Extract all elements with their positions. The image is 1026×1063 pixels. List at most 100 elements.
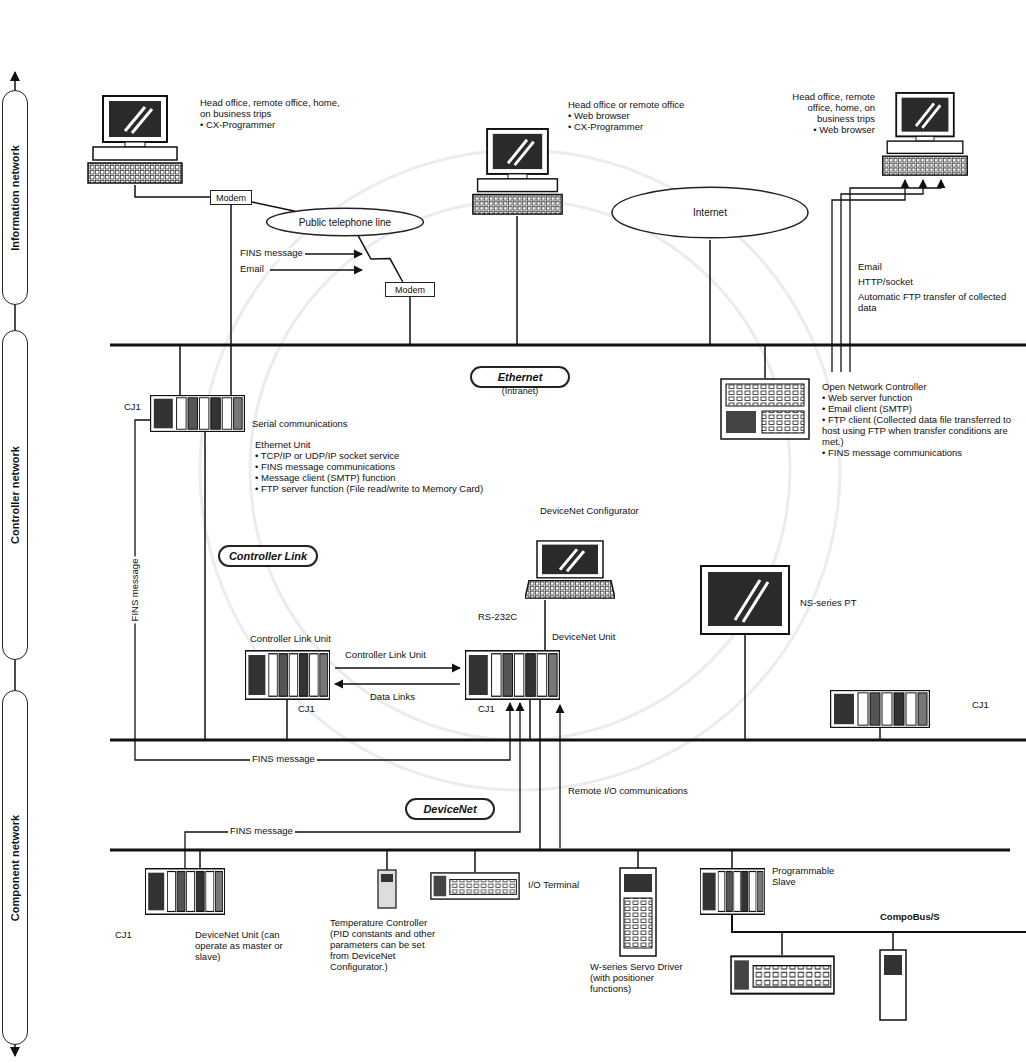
connection-wire (135, 185, 210, 197)
annotation-label: DeviceNet Unit (552, 632, 615, 643)
annotation-label: I/O Terminal (528, 880, 579, 891)
network-name-tag: DeviceNet (405, 798, 495, 820)
node-title: Controller Link (229, 550, 307, 562)
annotation-label: Temperature Controller (PID constants an… (330, 918, 445, 973)
annotation-label: • FTP server function (File read/write t… (255, 484, 490, 495)
annotation-label: • Web browser (568, 111, 688, 122)
connection-wire (204, 432, 206, 740)
annotation-group: Open Network Controller• Web server func… (822, 382, 1017, 458)
connection-wire (286, 700, 288, 740)
connection-wire (731, 850, 733, 868)
annotation-label: FINS message (250, 754, 317, 765)
message-arrow (135, 420, 510, 760)
modem-box: Modem (385, 282, 435, 297)
message-arrow (841, 180, 923, 372)
annotation-label: • Message client (SMTP) function (255, 473, 490, 484)
pc-icon (883, 93, 968, 175)
annotation-label: • Web server function (822, 393, 1017, 404)
temperature-controller-icon (378, 870, 396, 908)
plc-icon (145, 395, 929, 914)
temperature-controller-icon (378, 870, 396, 908)
annotation-label: • FINS message communications (255, 462, 490, 473)
annotation-label: CJ1 (298, 704, 315, 715)
annotation-label: Controller Link Unit (345, 650, 426, 661)
slave-unit-icon (884, 955, 902, 975)
io-terminal-icon (731, 956, 834, 993)
plc-icon (831, 690, 930, 727)
bus-line (110, 739, 1026, 742)
message-arrow (335, 667, 460, 668)
network-name-tag: Ethernet(Intranet) (470, 366, 570, 388)
connection-wire (879, 728, 881, 740)
annotation-group: Head office, remote office, home, on bus… (780, 92, 875, 136)
connection-wire (230, 205, 232, 395)
annotation-label: • CX-Programmer (200, 120, 350, 131)
plc-icon (700, 869, 764, 915)
touch-panel-icon (701, 566, 789, 634)
plc-icon (150, 395, 244, 431)
annotation-label: • FTP client (Collected data file transf… (822, 415, 1017, 448)
annotation-group: Ethernet Unit• TCP/IP or UDP/IP socket s… (255, 440, 490, 495)
bus-line (110, 849, 1010, 852)
connection-wire (544, 600, 546, 650)
annotation-label: Head office or remote office (568, 100, 688, 111)
network-name-tag: Controller Link (218, 545, 318, 567)
message-arrow (832, 180, 905, 372)
node-title: Internet (693, 207, 727, 218)
annotation-label: FINS message (238, 248, 305, 259)
annotation-label: Remote I/O communications (568, 786, 688, 797)
annotation-label: CJ1 (972, 700, 989, 711)
annotation-label: Head office, remote office, home, on bus… (200, 98, 350, 120)
annotation-label: Head office, remote office, home, on bus… (780, 92, 875, 125)
message-arrow (270, 269, 362, 270)
annotation-label: • TCP/IP or UDP/IP socket service (255, 451, 490, 462)
annotation-label: Data Links (370, 692, 415, 703)
annotation-label: Email (858, 262, 882, 273)
annotation-label: • CX-Programmer (568, 122, 688, 133)
annotation-label: Open Network Controller (822, 382, 1017, 393)
connection-wire (764, 345, 766, 378)
servo-driver-icon (620, 868, 656, 956)
connection-wire (539, 700, 541, 850)
annotation-label: • Email client (SMTP) (822, 404, 1017, 415)
annotation-label: CJ1 (478, 704, 495, 715)
servo-driver-icon (620, 868, 656, 956)
annotation-label: Automatic FTP transfer of collected data (858, 292, 1018, 314)
slave-unit-icon (880, 950, 906, 1020)
telephone-link (358, 236, 403, 282)
network-level-tag: Information network (2, 90, 28, 305)
annotation-group: Head office or remote office• Web browse… (568, 100, 688, 133)
plc-icon (465, 651, 559, 700)
connection-wire (781, 932, 783, 955)
connection-wire (199, 850, 201, 868)
connection-wire (892, 932, 894, 950)
plc-icon (145, 869, 224, 915)
node-title: Public telephone line (299, 217, 391, 228)
annotation-label: Programmable Slave (772, 866, 842, 888)
annotation-label: • FINS message communications (822, 448, 1017, 459)
annotation-label: RS-232C (478, 612, 517, 623)
annotation-label: Ethernet Unit (255, 440, 490, 451)
node-subtitle: (Intranet) (452, 386, 588, 396)
connection-wire (516, 216, 518, 345)
servo-driver-icon (624, 898, 652, 948)
message-arrow (335, 683, 460, 684)
node-title: Controller network (9, 446, 21, 544)
plc-icon (245, 651, 329, 700)
servo-driver-icon (624, 874, 652, 892)
annotation-label: Serial communications (252, 419, 348, 430)
modem-box: Modem (210, 190, 252, 205)
node-title: Component network (9, 814, 21, 920)
io-terminal-icon (431, 873, 519, 899)
annotation-label: Email (238, 264, 266, 275)
annotation-label: DeviceNet Unit (can operate as master or… (195, 930, 310, 963)
connection-wire (709, 240, 711, 345)
cloud-outline (267, 208, 424, 236)
annotation-label: NS-series PT (800, 598, 856, 609)
connection-wire (409, 297, 411, 345)
message-arrow (185, 703, 520, 868)
telephone-link (252, 202, 295, 211)
